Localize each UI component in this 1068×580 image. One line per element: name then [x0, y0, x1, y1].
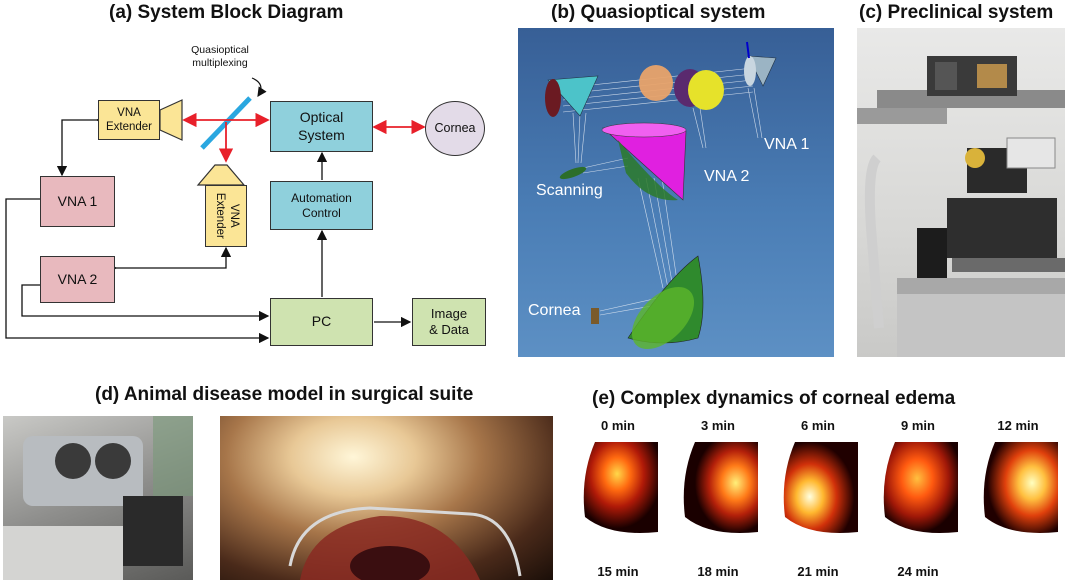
- time-label-3: 3 min: [701, 418, 735, 433]
- edema-map-6: [783, 442, 858, 533]
- vna2-box: VNA 2: [40, 256, 115, 303]
- edema-map-3: [683, 442, 758, 533]
- edema-map-12: [983, 442, 1058, 533]
- pc-box: PC: [270, 298, 373, 346]
- time-label-24: 24 min: [897, 564, 939, 579]
- time-label-15: 15 min: [597, 564, 639, 579]
- block-diagram-connectors: [5, 77, 426, 344]
- vna-extender-horizontal: VNA Extender: [98, 100, 160, 140]
- title-quasioptical: (b) Quasioptical system: [551, 2, 766, 23]
- quasi-label-scanning: Scanning: [536, 182, 603, 199]
- edema-map-0: [583, 442, 658, 533]
- quasioptical-render: VNA 1 VNA 2 Scanning Cornea: [518, 28, 834, 357]
- rabbit-eye-photo: [220, 416, 553, 580]
- time-label-9: 9 min: [901, 418, 935, 433]
- multiplexing-note: Quasioptical multiplexing: [191, 44, 249, 70]
- time-label-21: 21 min: [797, 564, 839, 579]
- quasi-label-vna1: VNA 1: [764, 136, 810, 153]
- image-data-box: Image & Data: [412, 298, 486, 346]
- preclinical-system-photo: [857, 28, 1065, 357]
- time-label-12: 12 min: [997, 418, 1039, 433]
- title-block-diagram: (a) System Block Diagram: [109, 2, 344, 23]
- surgical-microscope-apparatus: [3, 416, 193, 580]
- quasi-label-vna2: VNA 2: [704, 168, 750, 185]
- optical-system-box: Optical System: [270, 101, 373, 152]
- quasioptical-geometry: [545, 41, 777, 350]
- title-preclinical: (c) Preclinical system: [859, 2, 1054, 23]
- quasi-label-cornea: Cornea: [528, 302, 581, 319]
- title-corneal-edema: (e) Complex dynamics of corneal edema: [592, 388, 956, 409]
- time-label-18: 18 min: [697, 564, 739, 579]
- cornea-circle: Cornea: [425, 101, 485, 156]
- automation-control-box: Automation Control: [270, 181, 373, 230]
- vna-extender-vertical: VNA Extender: [205, 185, 247, 247]
- preclinical-apparatus: [857, 56, 1065, 357]
- vna1-box: VNA 1: [40, 176, 115, 227]
- surgical-microscope-photo: [3, 416, 193, 580]
- title-animal-model: (d) Animal disease model in surgical sui…: [95, 384, 474, 405]
- edema-map-9: [883, 442, 958, 533]
- time-label-0: 0 min: [601, 418, 635, 433]
- time-label-6: 6 min: [801, 418, 835, 433]
- rabbit-eye-speculum: [288, 506, 522, 580]
